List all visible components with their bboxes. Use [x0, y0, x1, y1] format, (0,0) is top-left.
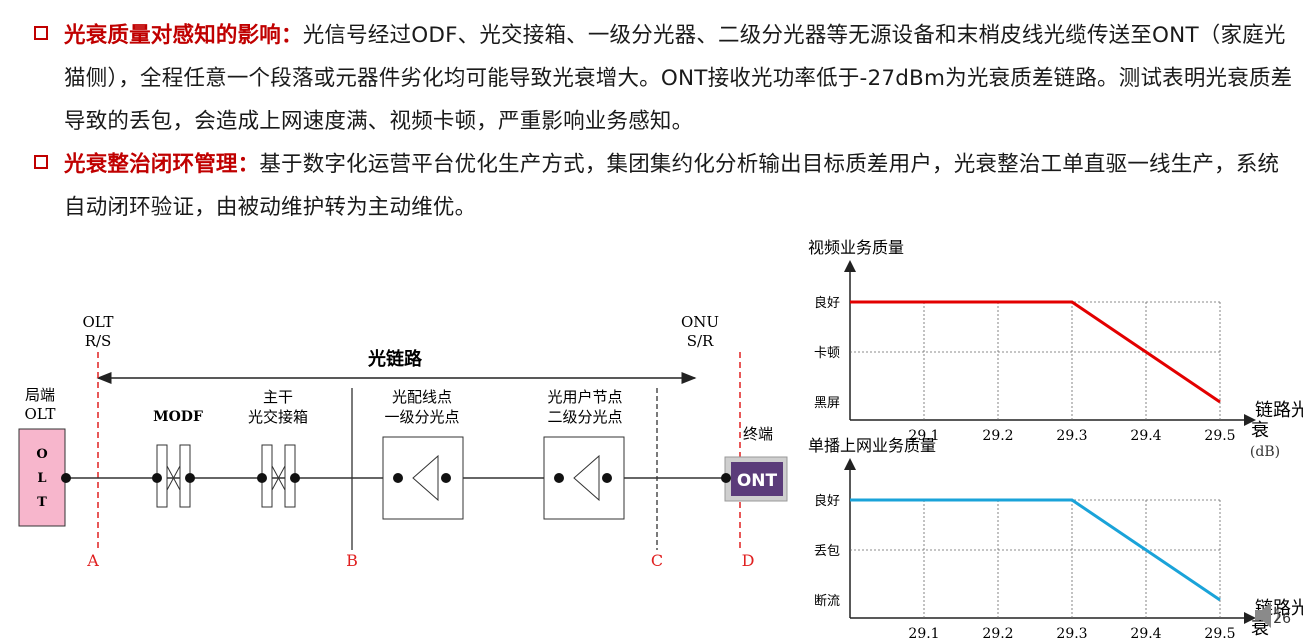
- y-level-label: 断流: [814, 594, 840, 609]
- point-b-label: B: [346, 551, 358, 570]
- olt-box-letter-l: L: [37, 471, 46, 486]
- point-d-label: D: [742, 551, 755, 570]
- distribution-point-label: 光配线点: [392, 388, 452, 406]
- bullet-heading: 光衰整治闭环管理：: [64, 152, 260, 177]
- cross-connect-box-icon: [257, 444, 300, 508]
- y-axis-arrow: [844, 458, 856, 470]
- onu-label: ONU: [681, 313, 719, 331]
- user-node-label: 光用户节点: [547, 388, 622, 406]
- ont-label: ONT: [737, 471, 778, 491]
- bullet-checkbox-icon: [34, 155, 48, 169]
- quality-line: [850, 498, 1221, 602]
- internet-quality-chart: 单播上网业务质量29.129.229.329.429.5断流丢包良好链路光衰(d…: [808, 436, 1303, 638]
- quality-line: [850, 300, 1221, 404]
- y-level-label: 卡顿: [814, 346, 840, 361]
- chart-title: 视频业务质量: [808, 238, 904, 257]
- bullet-closed-loop-management: 光衰整治闭环管理：基于数字化运营平台优化生产方式，集团集约化分析输出目标质差用户…: [30, 143, 1295, 229]
- point-c-label: C: [651, 551, 663, 570]
- y-level-label: 丢包: [814, 544, 840, 559]
- local-olt-label: OLT: [24, 405, 55, 423]
- trunk-box-label: 光交接箱: [248, 408, 308, 426]
- x-tick-label: 29.5: [1204, 626, 1235, 638]
- x-tick-label: 29.4: [1130, 626, 1161, 638]
- trunk-label: 主干: [263, 388, 293, 406]
- x-axis-label: 链路光: [1255, 400, 1303, 421]
- bullet-body: 光信号经过ODF、光交接箱、一级分光器、二级分光器等无源设备和末梢皮线光缆传送至…: [64, 23, 1293, 134]
- x-tick-label: 29.4: [1130, 428, 1161, 444]
- modf-label: MODF: [153, 409, 203, 425]
- x-axis-arrow: [1244, 612, 1256, 624]
- onu-sr-label: S/R: [687, 332, 714, 350]
- bullet-list: 光衰质量对感知的影响：光信号经过ODF、光交接箱、一级分光器、二级分光器等无源设…: [30, 14, 1295, 229]
- olt-port: [61, 473, 71, 483]
- ont-device: [731, 462, 783, 496]
- page-number: 26: [1273, 611, 1291, 627]
- x-tick-label: 29.2: [982, 626, 1013, 638]
- x-axis-unit: (dB): [1250, 444, 1280, 460]
- x-tick-label: 29.5: [1204, 428, 1235, 444]
- x-tick-label: 29.1: [908, 428, 939, 444]
- bullet-body: 基于数字化运营平台优化生产方式，集团集约化分析输出目标质差用户，光衰整治工单直驱…: [64, 152, 1280, 220]
- olt-device: [18, 428, 66, 527]
- bullet-heading: 光衰质量对感知的影响：: [64, 23, 303, 48]
- x-axis-label-cont: 衰: [1251, 618, 1269, 638]
- first-level-splitter-icon: [382, 436, 464, 520]
- x-axis-label-cont: 衰: [1251, 420, 1269, 441]
- speaker-icon[interactable]: 26: [1251, 598, 1295, 632]
- bullet-checkbox-icon: [34, 26, 48, 40]
- x-tick-label: 29.3: [1056, 428, 1087, 444]
- optical-link-diagram: OLT R/S ONU S/R 光链路 局端 OLT O L T MODF 主干…: [18, 313, 788, 570]
- y-level-label: 良好: [814, 295, 840, 311]
- y-axis-arrow: [844, 260, 856, 272]
- chart-title: 单播上网业务质量: [808, 436, 936, 455]
- terminal-label: 终端: [743, 425, 773, 443]
- x-tick-label: 29.3: [1056, 626, 1087, 638]
- olt-rs-label: R/S: [85, 332, 112, 350]
- olt-box-letter-o: O: [36, 447, 47, 462]
- y-level-label: 良好: [814, 493, 840, 509]
- x-tick-label: 29.2: [982, 428, 1013, 444]
- ont-port: [721, 473, 731, 483]
- second-level-splitter-label: 二级分光点: [547, 408, 622, 426]
- second-level-splitter-icon: [543, 436, 625, 520]
- bullet-optical-attenuation-impact: 光衰质量对感知的影响：光信号经过ODF、光交接箱、一级分光器、二级分光器等无源设…: [30, 14, 1295, 143]
- olt-box-letter-t: T: [37, 495, 47, 510]
- first-level-splitter-label: 一级分光点: [384, 408, 459, 426]
- point-a-label: A: [86, 551, 99, 570]
- local-label: 局端: [25, 386, 55, 404]
- olt-label: OLT: [82, 313, 113, 331]
- x-axis-arrow: [1244, 414, 1256, 426]
- modf-connector-icon: [152, 444, 195, 508]
- y-level-label: 黑屏: [814, 396, 840, 411]
- link-title: 光链路: [367, 348, 423, 370]
- x-tick-label: 29.1: [908, 626, 939, 638]
